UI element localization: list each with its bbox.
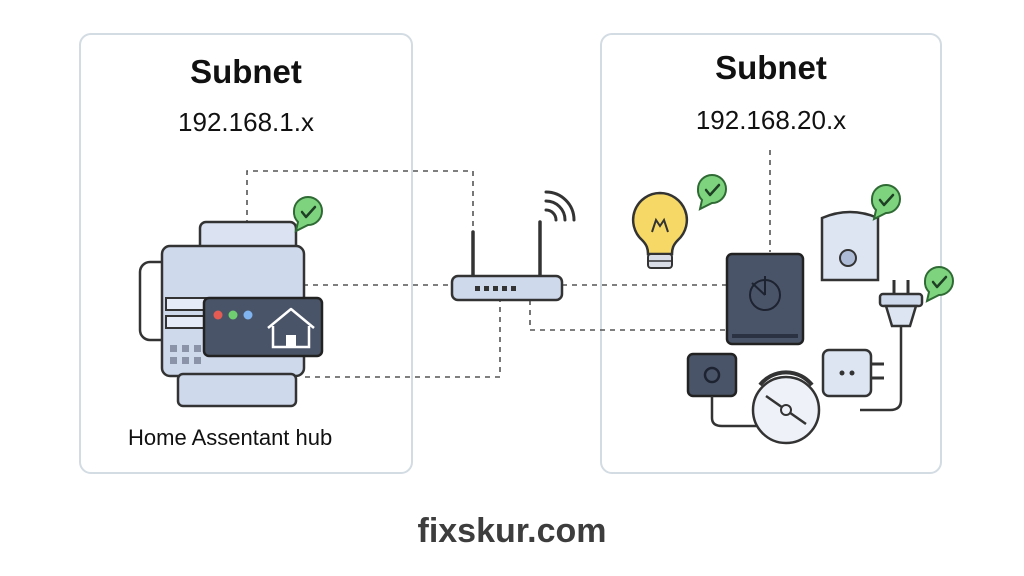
outlet-icon — [821, 348, 884, 398]
check-badge-icon — [923, 265, 955, 303]
camera-icon — [686, 352, 758, 428]
hub-device-icon — [138, 220, 324, 408]
switch-icon — [725, 252, 805, 346]
hub-label: Home Assentant hub — [128, 425, 333, 450]
home-icon — [267, 307, 315, 349]
right-subnet-range: 192.168.20.x — [695, 105, 847, 135]
link-hub-bottom-router — [305, 300, 501, 378]
left-subnet-title: Subnet — [190, 53, 302, 90]
left-subnet-range: 192.168.1.x — [178, 107, 314, 137]
right-subnet-title: Subnet — [715, 49, 827, 86]
router-icon — [450, 190, 576, 302]
footer-watermark: fixskur.com — [417, 512, 607, 550]
link-router-switch-bottom — [529, 300, 727, 331]
bulb-icon — [631, 191, 689, 269]
smart-speaker-icon — [820, 210, 880, 282]
round-sensor-icon — [751, 370, 821, 445]
plug-icon — [860, 280, 924, 412]
wifi-icon — [544, 190, 576, 222]
connection-lines — [246, 150, 771, 378]
